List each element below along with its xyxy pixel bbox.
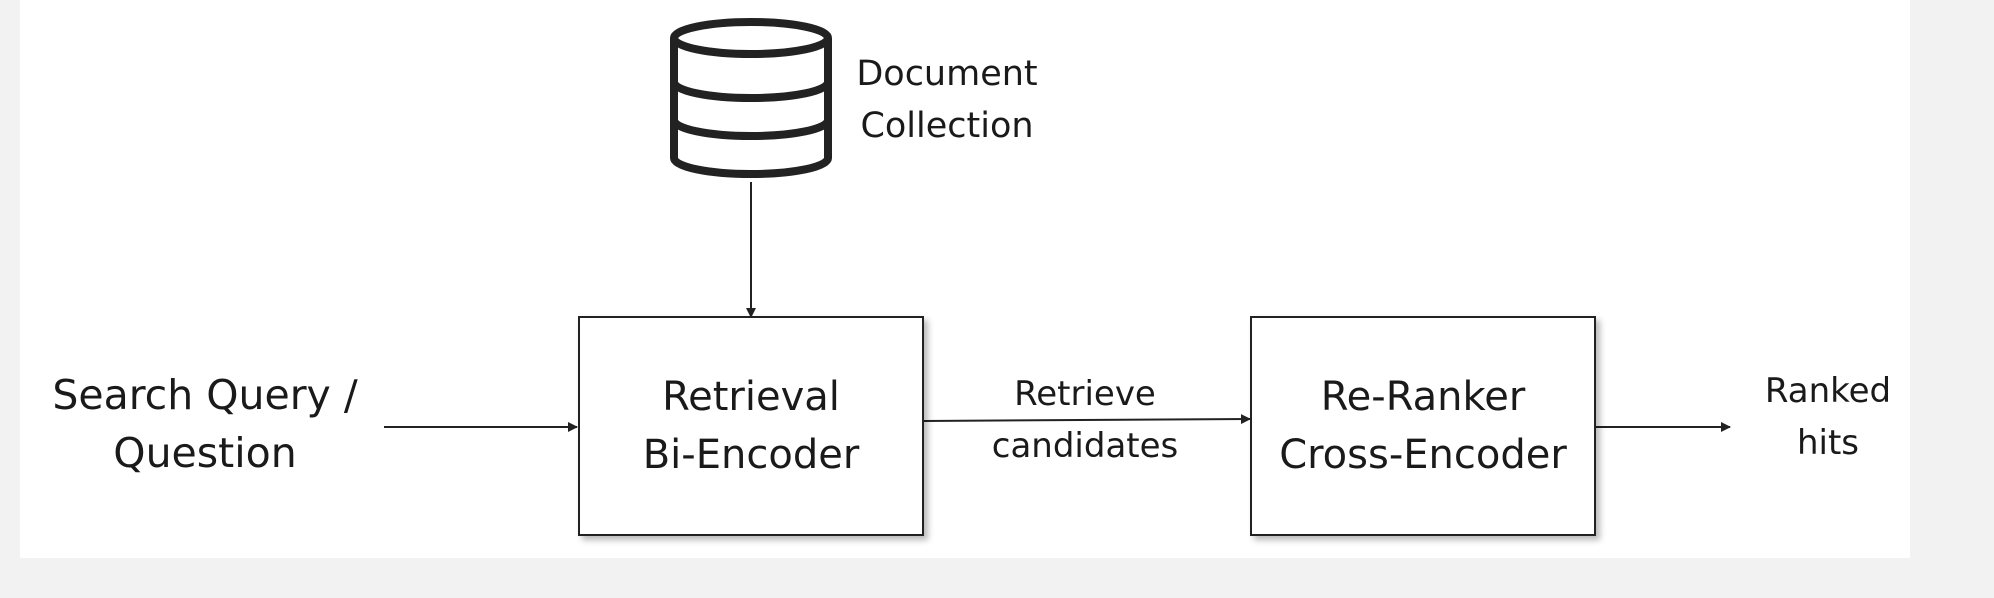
retrieval-bi-encoder-box: Retrieval Bi-Encoder <box>578 316 924 536</box>
reranker-cross-encoder-box: Re-Ranker Cross-Encoder <box>1250 316 1596 536</box>
retrieval-box-line2: Bi-Encoder <box>642 432 860 478</box>
ranked-hits-label: Ranked hits <box>1740 365 1916 469</box>
retrieve-candidates-label: Retrieve candidates <box>960 368 1210 472</box>
search-query-line1: Search Query / <box>52 371 358 419</box>
retrieve-candidates-line1: Retrieve <box>1014 374 1156 414</box>
retrieval-box-line1: Retrieval <box>662 374 840 420</box>
search-query-label: Search Query / Question <box>30 366 380 482</box>
reranker-box-line2: Cross-Encoder <box>1279 432 1567 478</box>
ranked-hits-line1: Ranked <box>1764 371 1892 411</box>
reranker-box-line1: Re-Ranker <box>1320 374 1526 420</box>
search-query-line2: Question <box>113 429 297 477</box>
arrow-retrieval-to-reranker <box>923 414 1251 425</box>
ranked-hits-line2: hits <box>1796 423 1860 463</box>
retrieve-candidates-line2: candidates <box>991 426 1179 466</box>
database-icon <box>670 18 832 178</box>
document-collection-line2: Collection <box>860 106 1034 146</box>
document-collection-line1: Document <box>856 54 1038 94</box>
document-collection-label: Document Collection <box>852 48 1042 152</box>
